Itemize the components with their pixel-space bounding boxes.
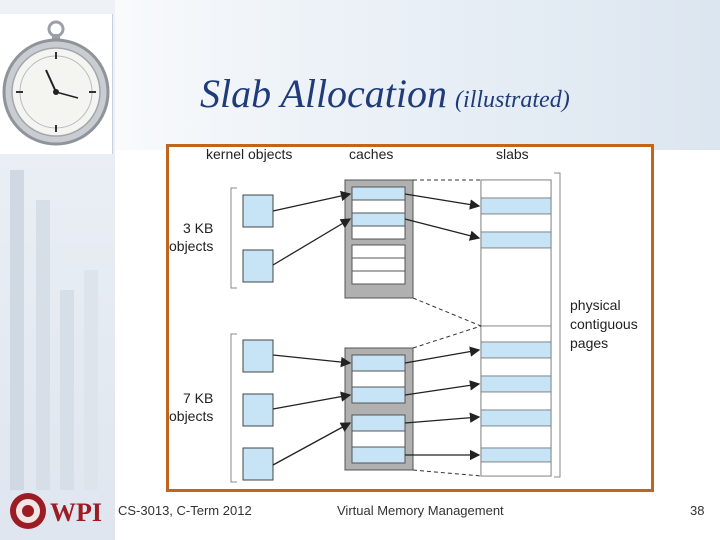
object-3kb-b <box>242 249 274 283</box>
label-3kb-objects: objects <box>169 238 213 254</box>
header-background <box>0 0 720 150</box>
pocket-watch-icon <box>2 20 110 146</box>
header-slabs: slabs <box>496 147 529 162</box>
header-caches: caches <box>349 147 393 162</box>
footer-page-number: 38 <box>690 503 705 518</box>
title-main: Slab Allocation <box>200 71 448 116</box>
title-suffix: (illustrated) <box>455 87 570 113</box>
slab-allocation-figure: kernel objects caches slabs 3 KB objects… <box>166 144 654 492</box>
bracket-slabs <box>554 172 561 478</box>
object-3kb-a <box>242 194 274 228</box>
object-7kb-c <box>242 447 274 481</box>
wpi-logo: WPI <box>8 491 108 531</box>
wpi-logo-text: WPI <box>50 498 102 527</box>
footer-topic: Virtual Memory Management <box>337 503 504 518</box>
header-kernel-objects: kernel objects <box>206 147 292 162</box>
object-7kb-b <box>242 393 274 427</box>
label-physical: physical <box>570 297 621 313</box>
bracket-3kb <box>230 187 237 289</box>
label-contiguous: contiguous <box>570 316 638 332</box>
wpi-seal-icon: WPI <box>10 493 102 529</box>
label-pages: pages <box>570 335 608 351</box>
bracket-7kb <box>230 333 237 483</box>
label-7kb-objects: objects <box>169 408 213 424</box>
slide-title: Slab Allocation (illustrated) <box>200 70 570 117</box>
object-7kb-a <box>242 339 274 373</box>
slab-diagram: kernel objects caches slabs 3 KB objects… <box>169 147 638 483</box>
footer-course: CS-3013, C-Term 2012 <box>118 503 252 518</box>
pocket-watch-image <box>0 14 113 154</box>
label-7kb: 7 KB <box>183 390 213 406</box>
label-3kb: 3 KB <box>183 220 213 236</box>
sidebar-bars-graphic <box>10 170 98 490</box>
